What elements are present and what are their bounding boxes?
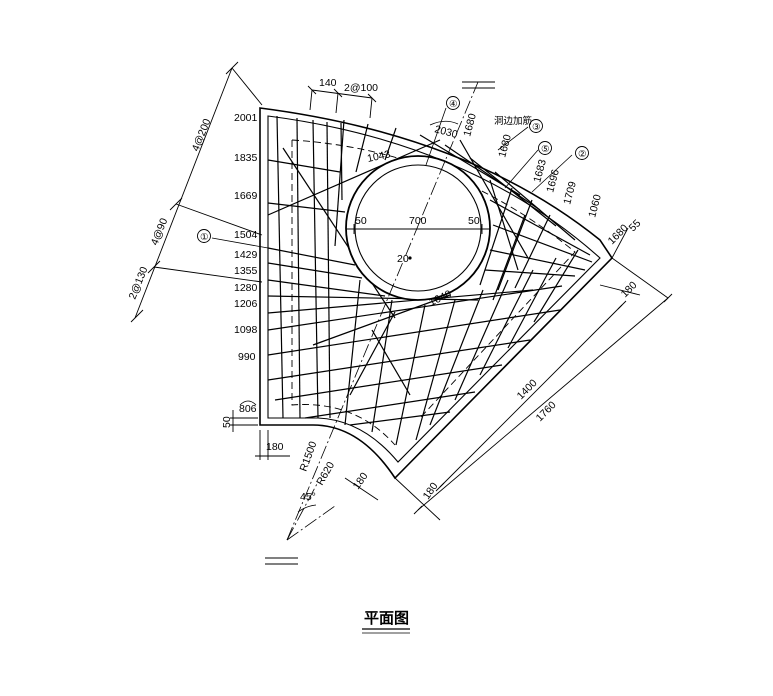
marker-5: ⑤: [541, 144, 550, 155]
marker-circles: [197, 96, 589, 243]
hole-dimension-line: [345, 224, 491, 234]
circular-opening: [345, 155, 491, 301]
left-dim-label: 2001: [234, 112, 258, 124]
bottom-dim-180: 180: [266, 441, 284, 453]
hole-dim-right: 50: [468, 215, 480, 227]
right-dim-label: 1696: [544, 168, 562, 194]
diag-dim-1760: 1760: [534, 399, 559, 424]
outer-dim-label: 4@90: [149, 216, 171, 247]
center-axis: [286, 81, 479, 541]
outer-dim-label: 4@200: [190, 117, 214, 153]
left-dim-label: 1206: [234, 298, 258, 310]
diag-dim-1400: 1400: [515, 377, 540, 402]
right-dimension: [394, 227, 673, 521]
left-dim-label: 1098: [234, 324, 258, 336]
left-outer-dimension: [130, 61, 263, 323]
top-dim-2-100: 2@100: [344, 82, 378, 94]
left-dim-label: 806: [239, 403, 257, 415]
top-dimension: [307, 85, 377, 119]
right-dim-label: 1060: [586, 193, 604, 219]
right-dim-label: 1680: [496, 133, 514, 159]
angle-45: 45°: [300, 491, 316, 503]
right-dim-label: 1683: [531, 158, 549, 184]
left-dim-label: 1280: [234, 282, 258, 294]
leader-lines: [211, 107, 573, 406]
hole-dim-diameter: 700: [409, 215, 427, 227]
right-dim-label: 1709: [561, 180, 579, 206]
radius-r1500: R1500: [298, 440, 320, 473]
left-dim-label: 1429: [234, 249, 258, 261]
hole-edge-rebar-note: 洞边加筋: [494, 115, 532, 127]
bottom-dim-50: 50: [221, 416, 233, 428]
hole-dim-left: 50: [355, 215, 367, 227]
left-dimension-labels: 2001 1835 1669 1504 1429 1355 1280 1206 …: [234, 112, 258, 415]
right-dimension-labels: 2030 1680 1680 1683 1696 1709 1060 1680 …: [433, 112, 643, 247]
left-dim-label: 1504: [234, 229, 258, 241]
marker-4: ④: [449, 99, 458, 110]
bottom-dim-180-diag: 180: [351, 470, 371, 491]
marker-2: ②: [578, 149, 587, 160]
angle-arc: [297, 504, 317, 513]
top-dim-140: 140: [319, 77, 337, 89]
outer-dim-label: 2@130: [127, 265, 151, 301]
rebar-grid: [267, 115, 593, 446]
dashed-beam-lines: [291, 139, 576, 446]
drawing-title: 平面图: [364, 609, 409, 627]
left-dim-label: 990: [238, 351, 256, 363]
bottom-dimension: [230, 410, 379, 501]
right-dim-label: 2030: [433, 123, 459, 141]
break-marks: [265, 81, 495, 565]
hole-center-label: 20: [397, 253, 409, 265]
left-dim-label: 1835: [234, 152, 258, 164]
right-dim-label: 1680: [461, 112, 479, 138]
hole-arc-dim-top: 1043: [366, 148, 391, 165]
left-dim-label: 1355: [234, 265, 258, 277]
bottom-dim-180-right: 180: [421, 480, 441, 501]
left-dim-label: 1669: [234, 190, 258, 202]
radius-r620: R620: [314, 460, 337, 488]
diag-dim-180: 180: [619, 279, 640, 300]
marker-1: ①: [200, 232, 209, 243]
hole-center-dot: [408, 256, 412, 260]
marker-3: ③: [532, 122, 541, 133]
